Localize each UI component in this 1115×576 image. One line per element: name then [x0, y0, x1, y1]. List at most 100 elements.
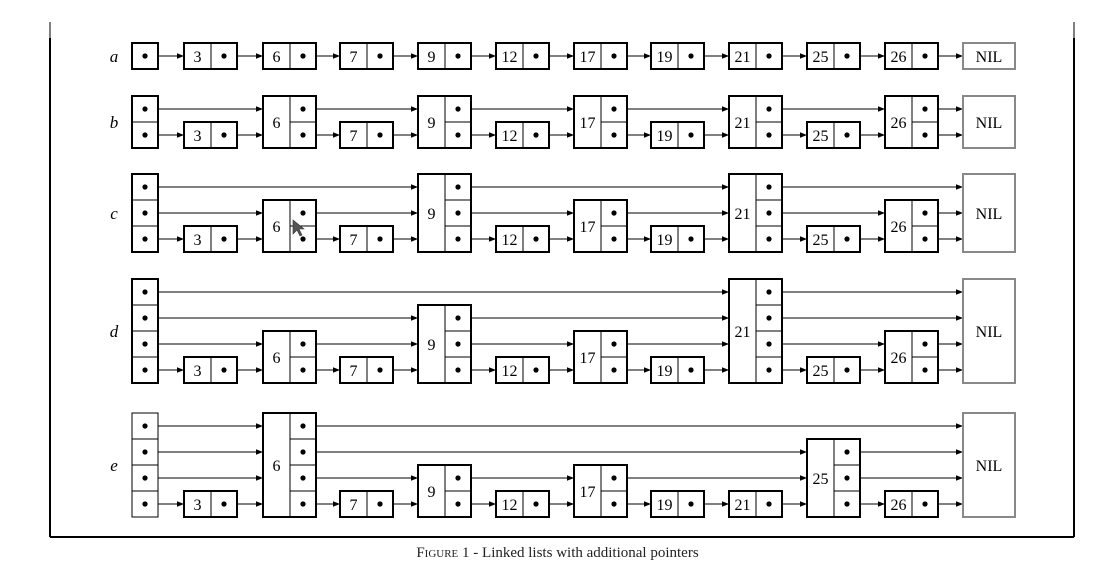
list-label-c: c: [110, 204, 118, 223]
figure-caption-text: - Linked lists with additional pointers: [469, 545, 699, 561]
node-key: 12: [502, 232, 518, 249]
node-key: 7: [350, 497, 358, 514]
pointer-dot: [611, 501, 617, 507]
pointer-dot: [142, 341, 148, 347]
pointer-dot: [844, 449, 850, 455]
node-key: 19: [657, 363, 673, 380]
nil-label: NIL: [976, 206, 1003, 223]
node-key: 6: [273, 49, 281, 66]
pointer-dot: [844, 132, 850, 138]
pointer-dot: [922, 341, 928, 347]
node-key: 12: [502, 497, 518, 514]
node-key: 19: [657, 128, 673, 145]
pointer-dot: [844, 53, 850, 59]
pointer-dot: [377, 501, 383, 507]
pointer-dot: [300, 423, 306, 429]
node-key: 25: [813, 49, 829, 66]
pointer-dot: [922, 210, 928, 216]
pointer-dot: [844, 501, 850, 507]
pointer-dot: [455, 210, 461, 216]
node-key: 17: [580, 115, 596, 132]
pointer-dot: [221, 236, 227, 242]
pointer-dot: [142, 53, 148, 59]
pointer-dot: [766, 315, 772, 321]
pointer-dot: [300, 132, 306, 138]
pointer-dot: [611, 367, 617, 373]
pointer-dot: [142, 106, 148, 112]
node-key: 9: [428, 115, 436, 132]
pointer-dot: [377, 53, 383, 59]
pointer-dot: [455, 315, 461, 321]
node-key: 9: [428, 206, 436, 223]
node-key: 6: [273, 458, 281, 475]
node-key: 7: [350, 128, 358, 145]
node-key: 26: [891, 115, 907, 132]
pointer-dot: [766, 53, 772, 59]
pointer-dot: [611, 475, 617, 481]
pointer-dot: [611, 132, 617, 138]
pointer-dot: [300, 367, 306, 373]
pointer-dot: [142, 184, 148, 190]
pointer-dot: [533, 53, 539, 59]
pointer-dot: [611, 53, 617, 59]
pointer-dot: [455, 501, 461, 507]
node-key: 26: [891, 219, 907, 236]
pointer-dot: [377, 367, 383, 373]
pointer-dot: [533, 501, 539, 507]
pointer-dot: [766, 501, 772, 507]
pointer-dot: [142, 132, 148, 138]
pointer-dot: [142, 449, 148, 455]
figure-caption-label: Figure 1: [416, 545, 470, 561]
pointer-dot: [766, 236, 772, 242]
node-key: 21: [735, 206, 751, 223]
pointer-dot: [922, 53, 928, 59]
node-key: 17: [580, 484, 596, 501]
pointer-dot: [766, 210, 772, 216]
pointer-dot: [766, 184, 772, 190]
pointer-dot: [688, 53, 694, 59]
pointer-dot: [922, 501, 928, 507]
node-key: 26: [891, 497, 907, 514]
nil-node: [962, 42, 1016, 70]
node-key: 25: [813, 471, 829, 488]
pointer-dot: [455, 184, 461, 190]
pointer-dot: [688, 367, 694, 373]
pointer-dot: [922, 236, 928, 242]
node-key: 6: [273, 219, 281, 236]
node-key: 6: [273, 115, 281, 132]
node-key: 3: [194, 363, 202, 380]
node-key: 12: [502, 49, 518, 66]
pointer-dot: [611, 341, 617, 347]
pointer-dot: [221, 501, 227, 507]
mouse-pointer-icon: [292, 219, 305, 237]
pointer-dot: [455, 132, 461, 138]
pointer-dot: [922, 132, 928, 138]
pointer-dot: [688, 501, 694, 507]
pointer-dot: [300, 341, 306, 347]
pointer-dot: [455, 341, 461, 347]
pointer-dot: [300, 501, 306, 507]
pointer-dot: [377, 236, 383, 242]
pointer-dot: [300, 475, 306, 481]
pointer-dot: [377, 132, 383, 138]
node-key: 6: [273, 350, 281, 367]
pointer-dot: [142, 423, 148, 429]
pointer-dot: [611, 210, 617, 216]
pointer-dot: [455, 53, 461, 59]
nil-node: [962, 412, 1016, 518]
node-key: 19: [657, 497, 673, 514]
node-key: 3: [194, 49, 202, 66]
node-key: 7: [350, 363, 358, 380]
node-key: 25: [813, 363, 829, 380]
nil-label: NIL: [976, 115, 1003, 132]
pointer-dot: [300, 236, 306, 242]
node-key: 17: [580, 350, 596, 367]
node-key: 26: [891, 350, 907, 367]
pointer-dot: [300, 106, 306, 112]
pointer-dot: [455, 367, 461, 373]
list-label-b: b: [110, 113, 119, 132]
